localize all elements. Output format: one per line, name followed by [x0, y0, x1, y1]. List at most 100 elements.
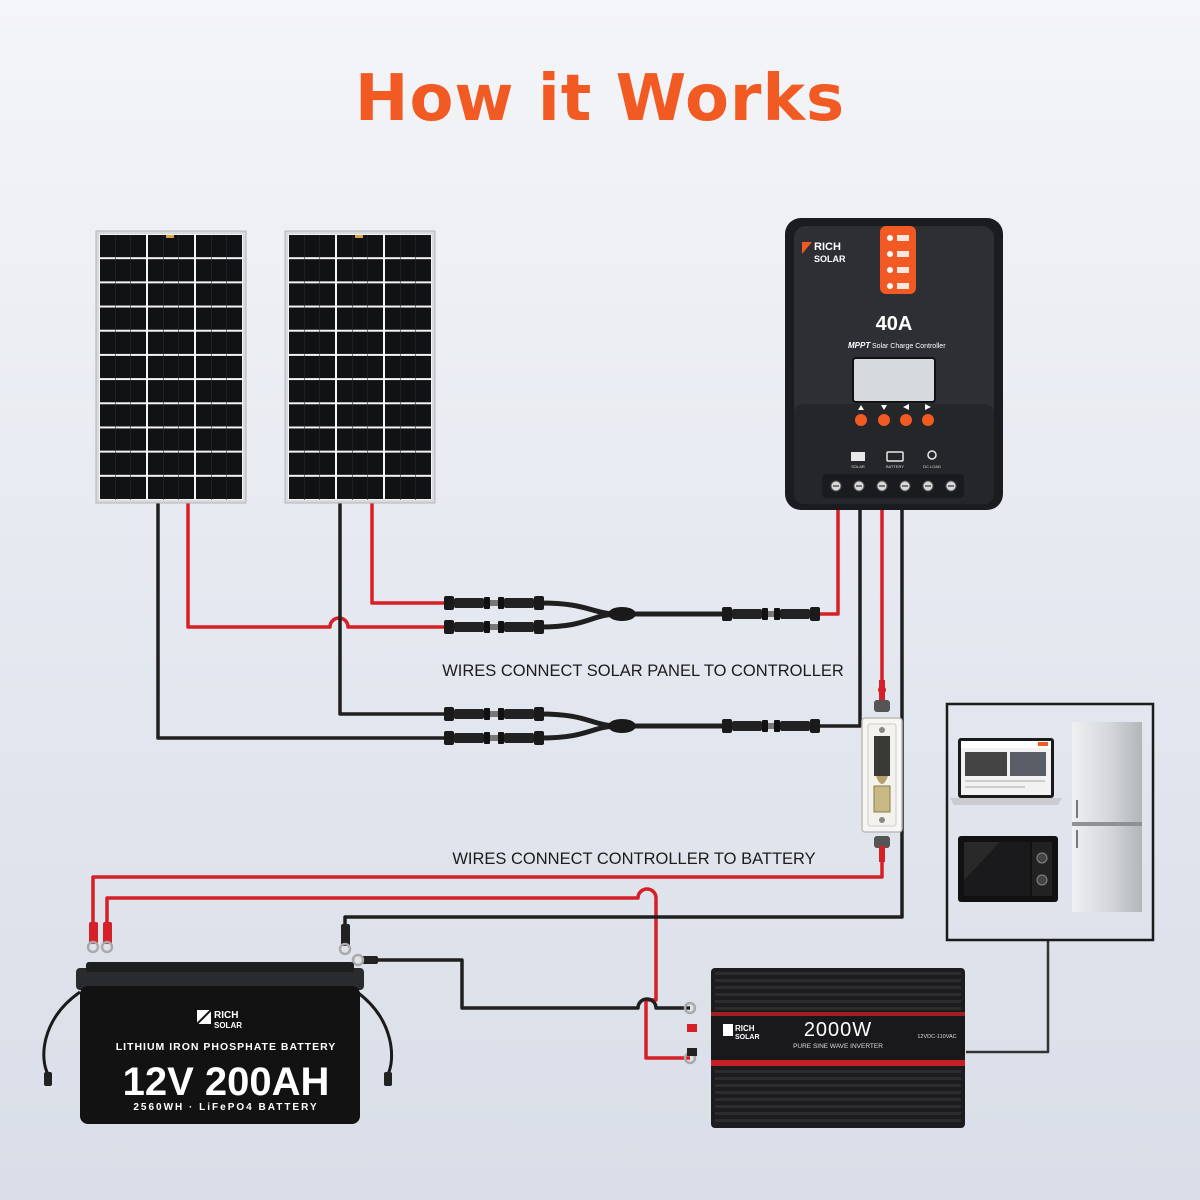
mc4-connector-trunk [722, 719, 774, 733]
controller-logo: RICH SOLAR [802, 241, 846, 264]
button-up[interactable] [855, 414, 867, 426]
solar-cell [100, 307, 146, 330]
solar-cell [289, 283, 335, 306]
led-indicator-strip [880, 226, 916, 294]
solar-cell [385, 380, 431, 403]
solar-cell [148, 235, 194, 258]
solar-cell [148, 404, 194, 427]
heatsink-fin [715, 1077, 961, 1080]
solar-cell [148, 307, 194, 330]
solar-cell [196, 307, 242, 330]
controller-rating: 40A [876, 313, 913, 335]
solar-cell [289, 355, 335, 379]
solar-cell [337, 283, 383, 306]
solar-cell [196, 476, 242, 499]
power-inverter: RICH SOLAR 2000W PURE SINE WAVE INVERTER… [687, 968, 965, 1128]
panel1-negative-wire [156, 503, 445, 740]
battery-rating: 12V 200AH [123, 1060, 330, 1104]
solar-cell [337, 331, 383, 354]
solar-cell [385, 259, 431, 282]
solar-cell [385, 307, 431, 330]
solar-cell [337, 428, 383, 451]
solar-cell [337, 404, 383, 427]
solar-cell [100, 404, 146, 427]
solar-cell [100, 428, 146, 451]
solar-cell [385, 428, 431, 451]
mc4-connector-branch-side [492, 620, 544, 634]
solar-panel-2 [284, 230, 436, 504]
svg-text:RICH: RICH [735, 1024, 755, 1033]
controller-buttons [855, 404, 934, 426]
bulb-icon [927, 450, 937, 460]
mc4-connector-trunk [722, 607, 774, 621]
inverter-type: PURE SINE WAVE INVERTER [793, 1043, 883, 1050]
solar-cell [337, 452, 383, 475]
ac-loads-box [945, 702, 1155, 942]
ring-terminals [86, 922, 697, 1065]
solar-cell [196, 380, 242, 403]
label-panels-to-controller: WIRES CONNECT SOLAR PANEL TO CONTROLLER [442, 662, 844, 680]
mc4-connector-trunk-mate [768, 607, 820, 621]
solar-cell [196, 259, 242, 282]
battery-spec: 2560WH · LiFePO4 BATTERY [133, 1102, 318, 1113]
svg-text:BATTERY: BATTERY [886, 464, 904, 469]
solar-cell [196, 283, 242, 306]
heatsink-fin [715, 986, 961, 989]
charge-controller: RICH SOLAR 40A MPPT Solar Charge Control… [785, 218, 1003, 510]
solar-cell [289, 307, 335, 330]
solar-cell [100, 476, 146, 499]
solar-cell [337, 235, 383, 258]
solar-cell [337, 355, 383, 379]
svg-text:RICH: RICH [814, 241, 841, 253]
solar-cell [148, 476, 194, 499]
button-enter[interactable] [922, 414, 934, 426]
solar-cell [148, 259, 194, 282]
solar-cell [337, 307, 383, 330]
solar-cell [100, 331, 146, 354]
combined-negative-wire [810, 510, 862, 728]
solar-cell [148, 428, 194, 451]
solar-cell [148, 380, 194, 403]
solar-cell [196, 355, 242, 379]
refrigerator-icon [1072, 722, 1142, 912]
inverter-logo: RICH SOLAR [723, 1024, 760, 1041]
panel2-negative-wire [338, 503, 445, 716]
battery-chemistry: LITHIUM IRON PHOSPHATE BATTERY [116, 1041, 337, 1053]
panel1-positive-wire [186, 503, 445, 629]
svg-text:SOLAR: SOLAR [851, 464, 865, 469]
heatsink-fin [715, 1112, 961, 1115]
controller-type-name: Solar Charge Controller [872, 343, 946, 350]
solar-cell [196, 452, 242, 475]
solar-cell [196, 428, 242, 451]
solar-cell [148, 331, 194, 354]
solar-cell [337, 476, 383, 499]
solar-cell [100, 452, 146, 475]
mc4-connector-panel-side [444, 707, 496, 721]
mc4-connector-panel-side [444, 596, 496, 610]
solar-cell [148, 355, 194, 379]
button-down[interactable] [878, 414, 890, 426]
heatsink-fin [715, 1091, 961, 1094]
mc4-connector-trunk-mate [768, 719, 820, 733]
svg-text:SOLAR: SOLAR [214, 1021, 242, 1030]
heatsink-fin [715, 1084, 961, 1087]
lithium-battery: RICH SOLAR LITHIUM IRON PHOSPHATE BATTER… [42, 962, 394, 1124]
solar-cell [100, 283, 146, 306]
heatsink-fin [715, 1119, 961, 1122]
mc4-connector-branch-side [492, 731, 544, 745]
solar-cell [385, 404, 431, 427]
solar-cell [148, 283, 194, 306]
solar-cell [100, 235, 146, 258]
button-back[interactable] [900, 414, 912, 426]
mc4-connector-panel-side [444, 620, 496, 634]
solar-cell [289, 404, 335, 427]
solar-cell [385, 476, 431, 499]
controller-type-prefix: MPPT [848, 341, 871, 350]
solar-cell [385, 331, 431, 354]
solar-cell [337, 259, 383, 282]
svg-text:SOLAR: SOLAR [735, 1034, 760, 1041]
heatsink-fin [715, 1000, 961, 1003]
inverter-voltage: 12VDC-110VAC [917, 1034, 956, 1040]
laptop-icon [950, 738, 1062, 805]
fuse-to-battery-positive-wire [91, 860, 884, 925]
